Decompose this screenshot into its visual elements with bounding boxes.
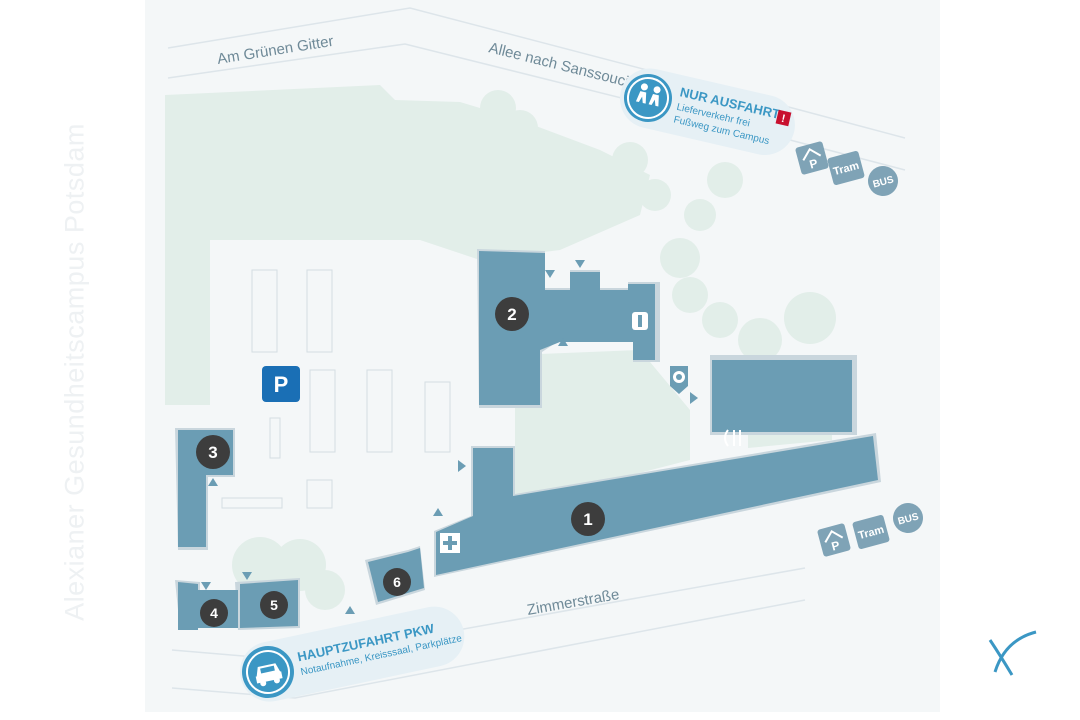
- building-2-shape: [479, 251, 655, 405]
- svg-text:5: 5: [270, 597, 278, 613]
- pedestrians-icon: [635, 83, 661, 107]
- first-aid-cross-icon: [440, 533, 460, 553]
- svg-text:6: 6: [393, 574, 401, 590]
- transit-badges-bottom: P Tram BUS: [817, 503, 923, 557]
- building-badge-3[interactable]: 3: [196, 435, 230, 469]
- chapel-icon: [632, 312, 648, 330]
- svg-text:3: 3: [208, 443, 217, 462]
- svg-text:2: 2: [507, 305, 516, 324]
- svg-text:!: !: [780, 113, 786, 126]
- pharmacy-icon: [670, 366, 688, 394]
- parking-garage-icon: P: [795, 141, 829, 175]
- bus-badge: BUS: [868, 166, 898, 196]
- svg-text:4: 4: [210, 605, 218, 621]
- building-badge-1[interactable]: 1: [571, 502, 605, 536]
- svg-text:BUS: BUS: [897, 511, 921, 527]
- tram-badge: Tram: [852, 515, 890, 549]
- building-east-shape: [712, 360, 852, 432]
- parking-sign: P: [262, 366, 300, 402]
- transit-badges-top: P Tram BUS: [795, 141, 898, 196]
- alert-icon: !: [775, 109, 792, 127]
- svg-text:P: P: [830, 538, 841, 554]
- alexianer-logo-icon: [988, 630, 1037, 676]
- entrance-arrows: [201, 260, 698, 614]
- svg-text:BUS: BUS: [872, 174, 896, 190]
- cafeteria-icon: [724, 429, 741, 447]
- svg-text:1: 1: [583, 510, 592, 529]
- tram-badge: Tram: [827, 151, 865, 185]
- svg-text:P: P: [274, 372, 289, 397]
- building-1-shape: [436, 436, 878, 575]
- building-badge-4[interactable]: 4: [200, 599, 228, 627]
- building-badge-2[interactable]: 2: [495, 297, 529, 331]
- parking-stalls: [221, 269, 451, 509]
- car-icon: [255, 663, 283, 687]
- bus-badge: BUS: [893, 503, 923, 533]
- building-4-shape: [178, 582, 198, 630]
- exit-only-callout: NUR AUSFAHRT Lieferverkehr frei Fußweg z…: [619, 68, 795, 155]
- svg-text:P: P: [808, 156, 819, 172]
- building-badge-6[interactable]: 6: [383, 568, 411, 596]
- building-badge-5[interactable]: 5: [260, 591, 288, 619]
- parking-garage-icon: P: [817, 523, 851, 557]
